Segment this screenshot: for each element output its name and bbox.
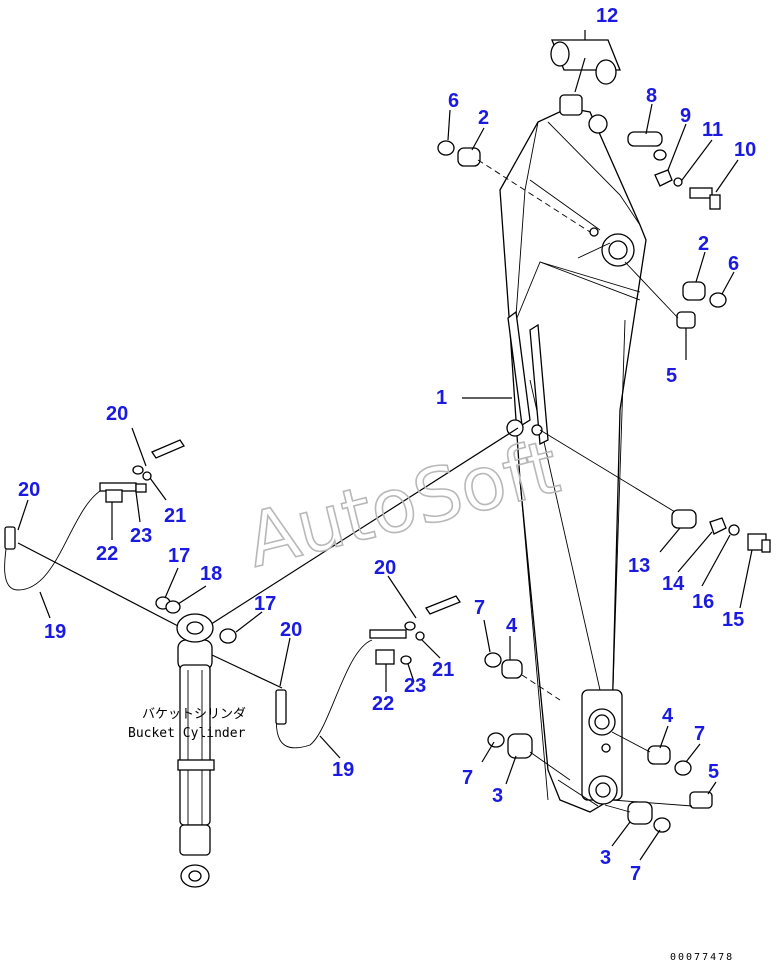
leader-lines bbox=[17, 30, 753, 861]
callout-6: 6 bbox=[448, 90, 459, 112]
callout-4: 4 bbox=[662, 705, 674, 727]
callout-6: 6 bbox=[728, 253, 739, 275]
callout-3: 3 bbox=[600, 847, 611, 869]
left-grease-line bbox=[4, 439, 185, 627]
callout-4: 4 bbox=[506, 615, 518, 637]
callout-17: 17 bbox=[168, 545, 190, 567]
callout-2: 2 bbox=[478, 107, 489, 129]
callouts: 12 6 2 8 9 11 10 2 6 5 1 20 21 23 22 20 … bbox=[18, 5, 756, 885]
callout-16: 16 bbox=[692, 591, 714, 613]
callout-19: 19 bbox=[332, 759, 354, 781]
callout-7: 7 bbox=[694, 723, 705, 745]
watermark: AutoSoft bbox=[238, 424, 567, 584]
callout-5: 5 bbox=[666, 365, 677, 387]
cylinder-label-en: Bucket Cylinder bbox=[128, 726, 246, 741]
callout-20: 20 bbox=[18, 479, 40, 501]
bucket-cylinder: バケットシリンダ Bucket Cylinder bbox=[128, 427, 519, 888]
callout-8: 8 bbox=[646, 85, 657, 107]
callout-23: 23 bbox=[130, 525, 152, 547]
arm-assembly bbox=[499, 94, 647, 813]
callout-5: 5 bbox=[708, 761, 719, 783]
mid-pin-parts bbox=[539, 429, 771, 553]
callout-19: 19 bbox=[44, 621, 66, 643]
callout-1: 1 bbox=[436, 387, 447, 409]
callout-18: 18 bbox=[200, 563, 222, 585]
callout-7: 7 bbox=[474, 597, 485, 619]
callout-22: 22 bbox=[372, 693, 394, 715]
callout-12: 12 bbox=[596, 5, 618, 27]
callout-20: 20 bbox=[106, 403, 128, 425]
callout-10: 10 bbox=[734, 139, 756, 161]
callout-7: 7 bbox=[462, 767, 473, 789]
link-12 bbox=[550, 39, 621, 93]
callout-7: 7 bbox=[630, 863, 641, 885]
callout-13: 13 bbox=[628, 555, 650, 577]
drawing-code: 00077478 bbox=[670, 952, 734, 963]
callout-21: 21 bbox=[432, 659, 454, 681]
callout-22: 22 bbox=[96, 543, 118, 565]
top-pin-parts bbox=[437, 131, 727, 329]
cylinder-label-jp: バケットシリンダ bbox=[142, 707, 246, 722]
callout-11: 11 bbox=[702, 119, 723, 141]
callout-3: 3 bbox=[492, 785, 503, 807]
callout-15: 15 bbox=[722, 609, 744, 631]
callout-2: 2 bbox=[698, 233, 709, 255]
callout-17: 17 bbox=[254, 593, 276, 615]
right-grease-line bbox=[211, 595, 461, 749]
bottom-pin-parts bbox=[484, 652, 713, 833]
callout-14: 14 bbox=[662, 573, 685, 595]
callout-20: 20 bbox=[280, 619, 302, 641]
callout-21: 21 bbox=[164, 505, 186, 527]
callout-23: 23 bbox=[404, 675, 426, 697]
callout-20: 20 bbox=[374, 557, 396, 579]
callout-9: 9 bbox=[680, 105, 691, 127]
